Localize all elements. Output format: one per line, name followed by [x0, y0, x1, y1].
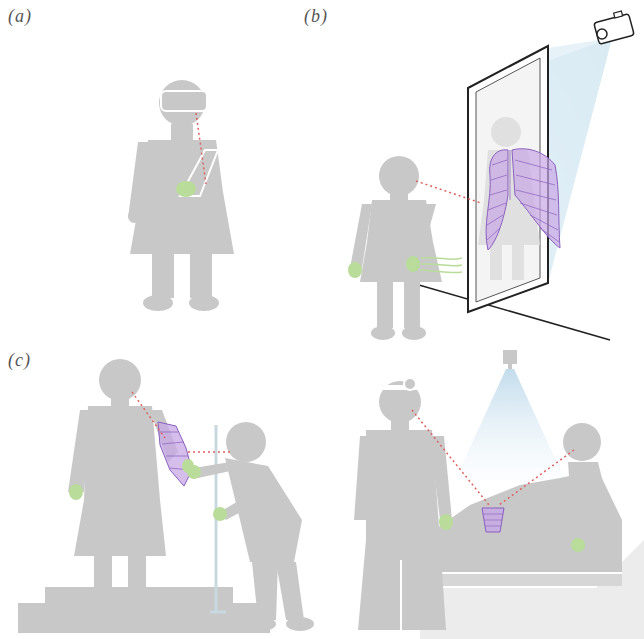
projection-mirror-scene-part-part [421, 258, 462, 260]
fitting-scene [18, 359, 314, 633]
fitting-scene-part-part [158, 422, 192, 486]
fitting-scene-part [276, 562, 304, 620]
clinical-scene-part-part [483, 514, 503, 526]
projector-icon-part [614, 11, 623, 18]
projection-mirror-scene-part-part [512, 149, 560, 248]
fitting-scene-part [187, 465, 201, 479]
fitting-scene-part [226, 422, 266, 462]
clinical-scene-part [358, 430, 446, 630]
vr-user-figure-part [196, 113, 206, 184]
clinical-scene-part [420, 574, 622, 586]
clinical-scene-part [499, 450, 574, 505]
fitting-scene-part [194, 462, 244, 478]
clinical-scene-part [420, 572, 622, 574]
clinical-scene-part [571, 538, 585, 552]
projection-mirror-scene-part-part [421, 264, 462, 266]
projection-mirror-scene-part-part [402, 326, 426, 340]
projection-mirror-scene-part [350, 156, 442, 340]
projection-mirror-scene [348, 11, 634, 340]
projection-mirror-scene-part-part [371, 326, 395, 340]
vr-user-figure-part [152, 254, 174, 298]
clinical-scene-part [482, 508, 504, 532]
projection-mirror-scene-part [487, 150, 559, 242]
projection-mirror-scene-part-part [491, 117, 521, 147]
panel-label: (c) [8, 350, 31, 372]
clinical-scene-part [563, 423, 601, 461]
projector-icon-part [597, 29, 607, 39]
projection-mirror-scene-part-part [420, 270, 462, 273]
clinical-scene-part [508, 364, 512, 369]
fitting-scene-part [94, 556, 112, 587]
vr-user-figure-part [190, 254, 212, 298]
panel-label: (a) [8, 6, 32, 28]
fitting-scene-part [69, 484, 83, 500]
clinical-scene-part [354, 436, 372, 520]
fitting-scene-part [99, 359, 141, 401]
clinical-scene-part [412, 410, 489, 505]
clinical-scene-part [483, 514, 503, 526]
fitting-scene-part [252, 562, 278, 620]
clinical-scene-part [568, 462, 612, 520]
panel-label: (b) [304, 6, 328, 28]
vr-user-figure-part [143, 295, 173, 311]
vr-user-figure-part [189, 295, 219, 311]
vr-user-figure-part [161, 91, 207, 111]
projection-mirror-scene-part-part [408, 204, 436, 262]
projector-icon-part [594, 14, 634, 45]
projection-mirror-scene-part-part [350, 204, 372, 268]
fitting-scene-part [213, 507, 227, 521]
projection-mirror-scene-part-part [377, 282, 393, 328]
clinical-scene [354, 350, 644, 639]
fitting-scene-part [248, 617, 276, 631]
projection-mirror-scene-part-part [379, 156, 419, 196]
projection-mirror-scene-part-part [510, 150, 511, 200]
clinical-scene-part-part [482, 508, 504, 532]
projection-mirror-scene-part-part [490, 245, 502, 280]
clinical-scene-part [400, 560, 402, 630]
fitting-scene-part [210, 611, 226, 614]
clinical-scene-part [404, 378, 416, 390]
projection-mirror-scene-part-part [512, 245, 524, 280]
projection-mirror-scene-part-part [360, 200, 442, 282]
projection-mirror-scene-part [486, 149, 560, 250]
vr-user-figure-part [171, 124, 193, 140]
vr-user-figure-part [176, 181, 196, 197]
projection-mirror-scene-part-part [487, 160, 507, 240]
fitting-scene-part [45, 587, 233, 603]
clinical-scene-part [430, 436, 452, 520]
vr-user-figure-part [128, 142, 151, 218]
clinical-scene-part [439, 514, 453, 530]
projection-mirror-scene-part [416, 181, 481, 203]
fitting-scene-part [128, 556, 146, 587]
projector-icon [594, 11, 634, 44]
projection-mirror-scene-part [348, 262, 362, 278]
projection-mirror-scene-part-part [404, 282, 420, 328]
fitting-scene-part [286, 617, 314, 631]
fitting-scene-part [68, 410, 92, 492]
clinical-scene-part [455, 369, 565, 480]
projection-mirror-scene-part [420, 258, 462, 273]
vr-user-figure [128, 80, 234, 311]
vr-user-figure-part [128, 209, 140, 223]
fitting-scene-part [186, 451, 230, 453]
projection-mirror-scene-part-part [486, 150, 508, 250]
fitting-scene-part [18, 603, 270, 633]
fitting-scene-part [158, 422, 192, 486]
projection-mirror-scene-part-part [515, 160, 559, 242]
projection-mirror-scene-part [406, 256, 420, 272]
clinical-scene-part [503, 350, 517, 364]
fitting-scene-part [132, 392, 165, 438]
